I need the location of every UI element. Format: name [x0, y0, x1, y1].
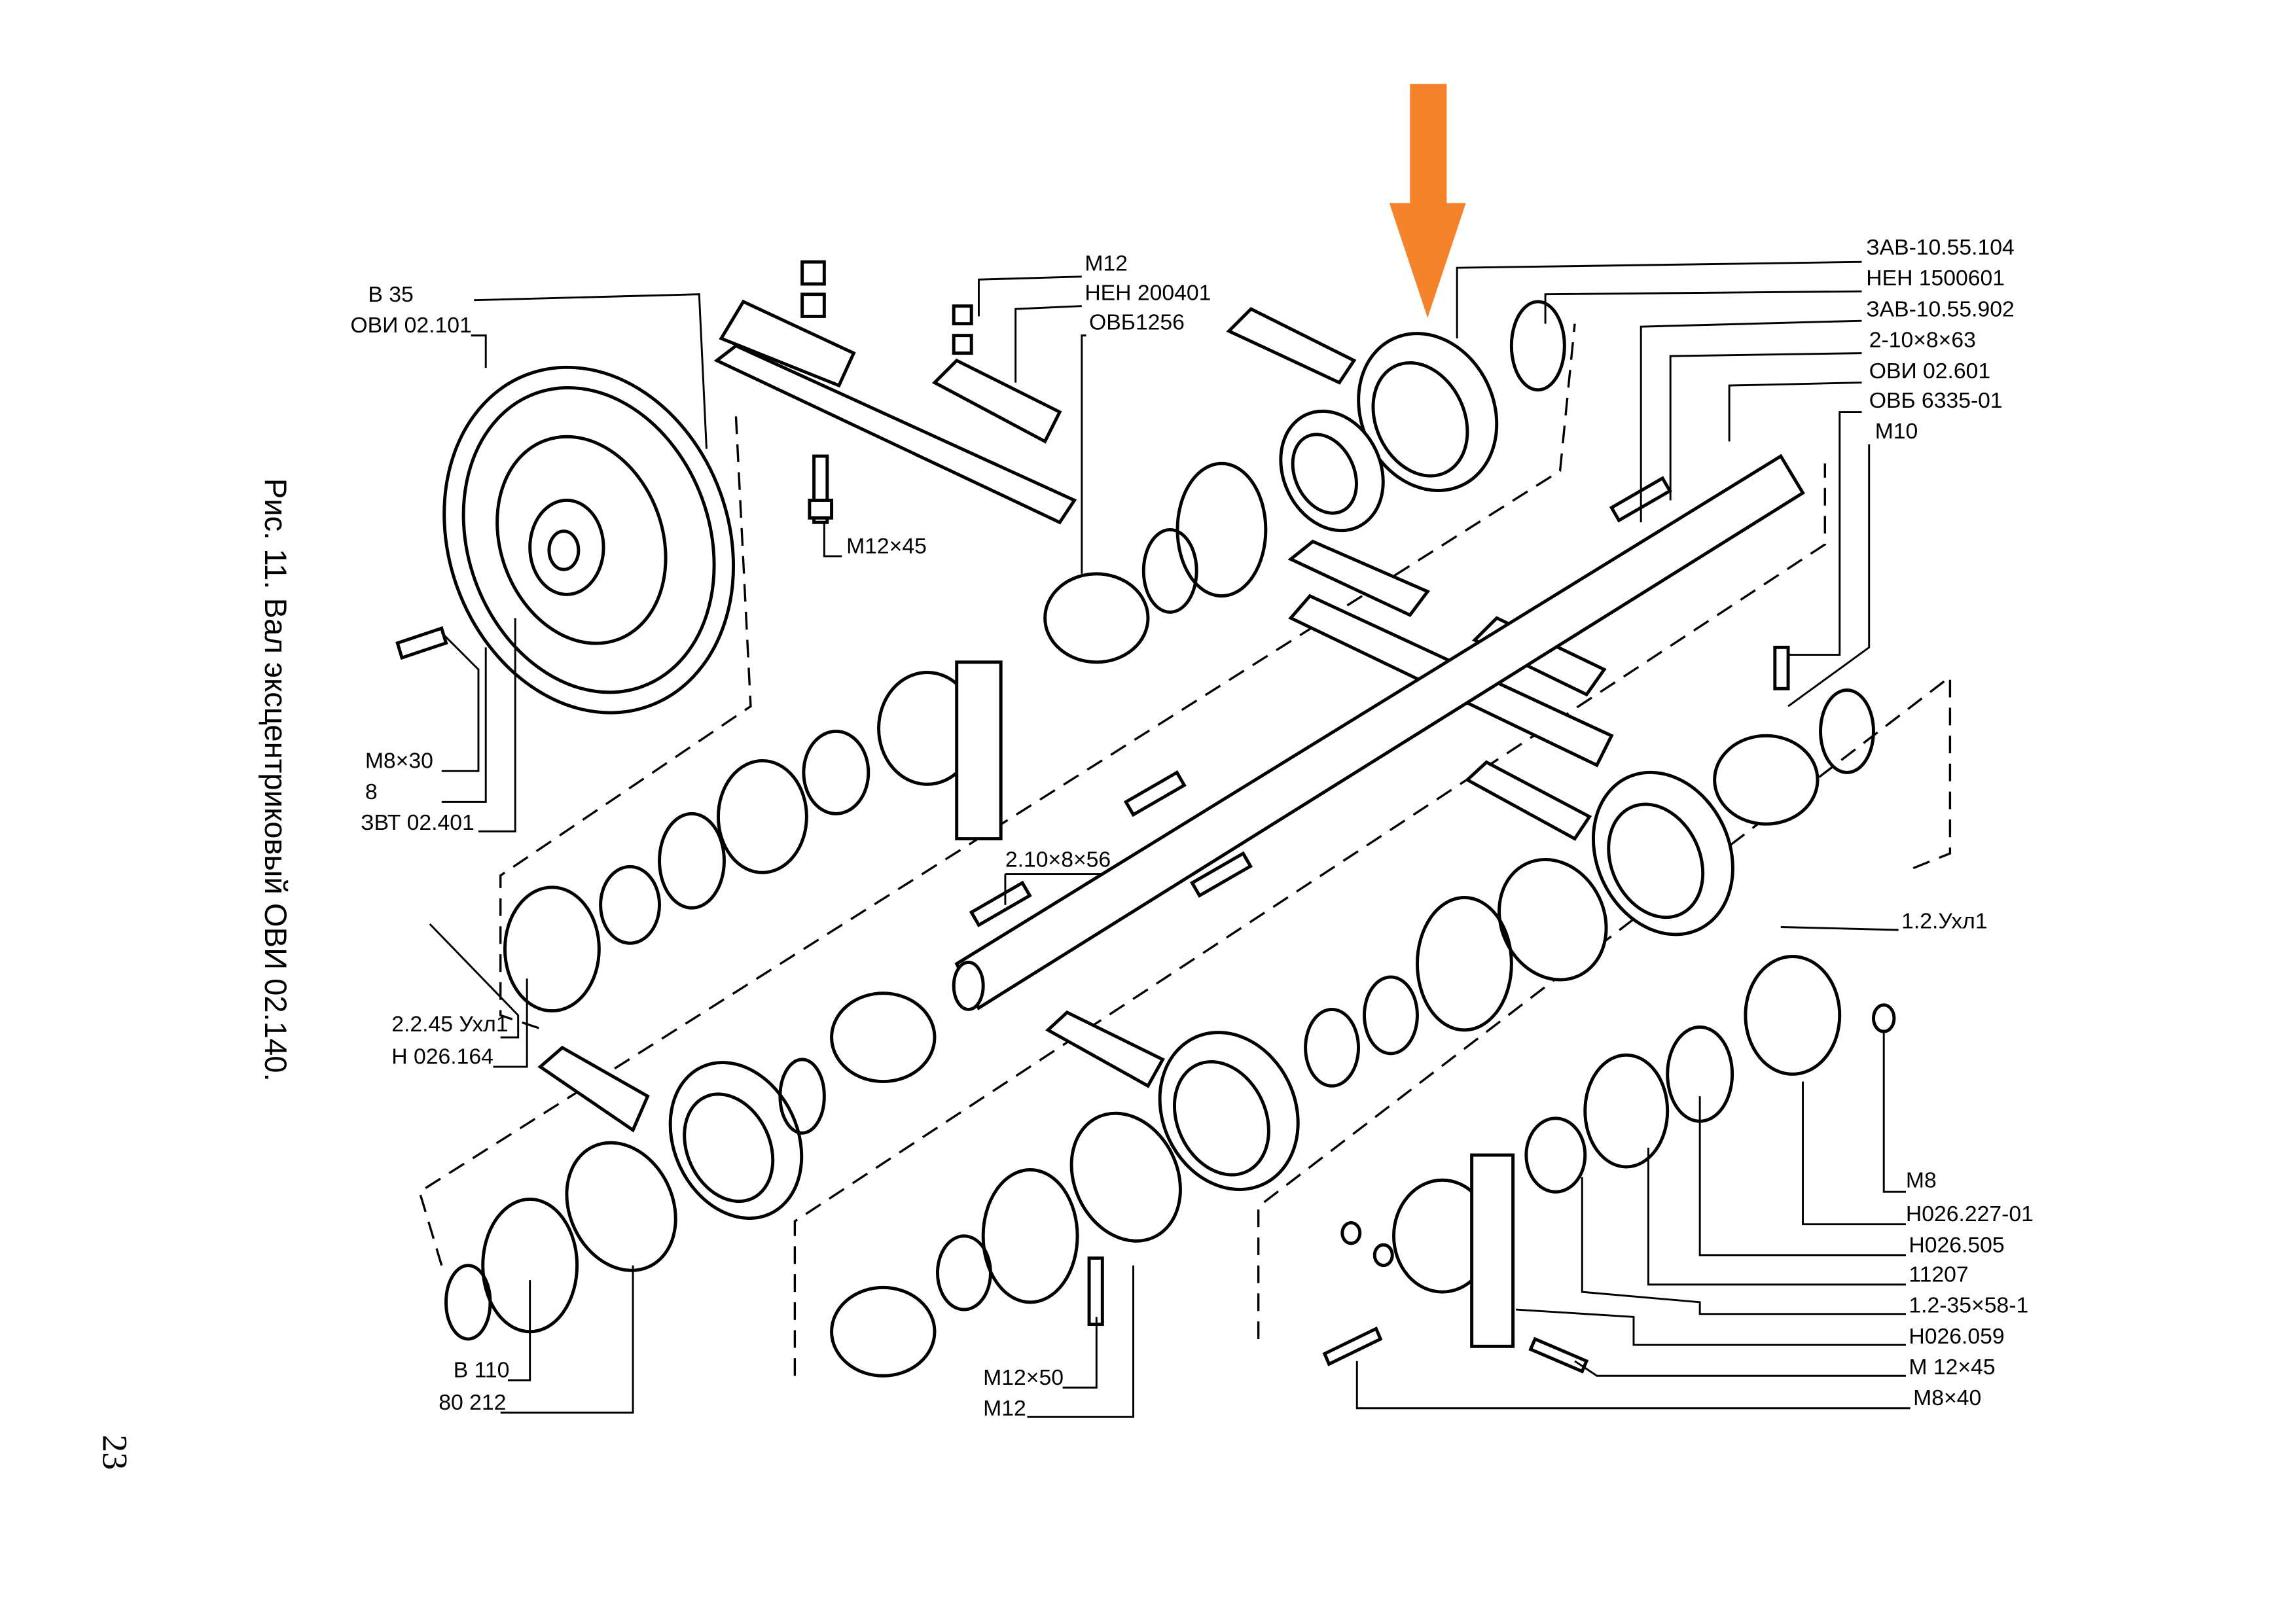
label-right-bottom: 11207: [1909, 1262, 1968, 1287]
label-right-top: 2-10×8×63: [1869, 328, 1976, 353]
label-washer-8: 8: [365, 779, 378, 804]
label-b110: В 110: [454, 1358, 510, 1383]
pulley: [442, 365, 735, 715]
label-right-bottom: Н026.227-01: [1906, 1202, 2034, 1226]
label-right-top: НЕН 1500601: [1866, 266, 2005, 291]
part-labels: В 35 ОВИ 02.101 М12 НЕН 200401 ОВБ1256 М…: [350, 235, 2034, 1421]
label-neh-200401: НЕН 200401: [1085, 281, 1211, 306]
label-right-top: ОВБ 6335-01: [1869, 388, 2003, 413]
label-m12: М12: [1085, 251, 1128, 276]
label-right-bottom: Н026.059: [1909, 1324, 2004, 1349]
label-m12x45-top: М12×45: [846, 533, 927, 558]
figure-caption: Рис. 11. Вал эксцентриковый ОВИ 02.140.: [258, 478, 293, 1082]
leader-lines: [429, 260, 1910, 1418]
assembly-dashed-lines: [418, 323, 1952, 1376]
label-right-bottom: М 12×45: [1909, 1355, 1995, 1380]
label-m12x50: М12×50: [983, 1365, 1064, 1390]
label-right-top: ЗАВ-10.55.902: [1866, 296, 2015, 321]
label-m8x30: М8×30: [365, 749, 433, 774]
label-right-bottom: М8×40: [1913, 1385, 1981, 1410]
label-80212: 80 212: [439, 1390, 506, 1415]
label-ovb1256: ОВБ1256: [1089, 310, 1185, 335]
label-right-top: ОВИ 02.601: [1869, 359, 1990, 383]
bearings-and-rings: [444, 300, 1875, 1378]
label-right-bottom: 1.2-35×58-1: [1909, 1293, 2028, 1318]
highlight-arrow: [1389, 84, 1466, 318]
label-right-top: ЗАВ-10.55.104: [1866, 235, 2015, 260]
fasteners: [395, 260, 1896, 1374]
label-m12-bottom: М12: [983, 1396, 1026, 1421]
label-right-bottom: М8: [1906, 1168, 1937, 1192]
label-right-bottom: Н026.505: [1909, 1232, 2004, 1257]
label-key-2-10x8x56: 2.10×8×56: [1005, 847, 1111, 872]
eccentric-shaft: [952, 454, 1805, 1011]
label-grease-right: 1.2.Ухл1: [1901, 909, 1987, 934]
label-right-top: М10: [1875, 419, 1918, 444]
label-cover-left: Н 026.164: [391, 1044, 493, 1069]
label-b35: В 35: [368, 282, 413, 307]
label-grease-left: 2.2.45 Ухл1: [391, 1012, 508, 1037]
label-zvt-02-401: ЗВТ 02.401: [361, 810, 475, 835]
label-ovi-02-101: ОВИ 02.101: [350, 313, 471, 338]
page-number: 23: [96, 1435, 135, 1470]
